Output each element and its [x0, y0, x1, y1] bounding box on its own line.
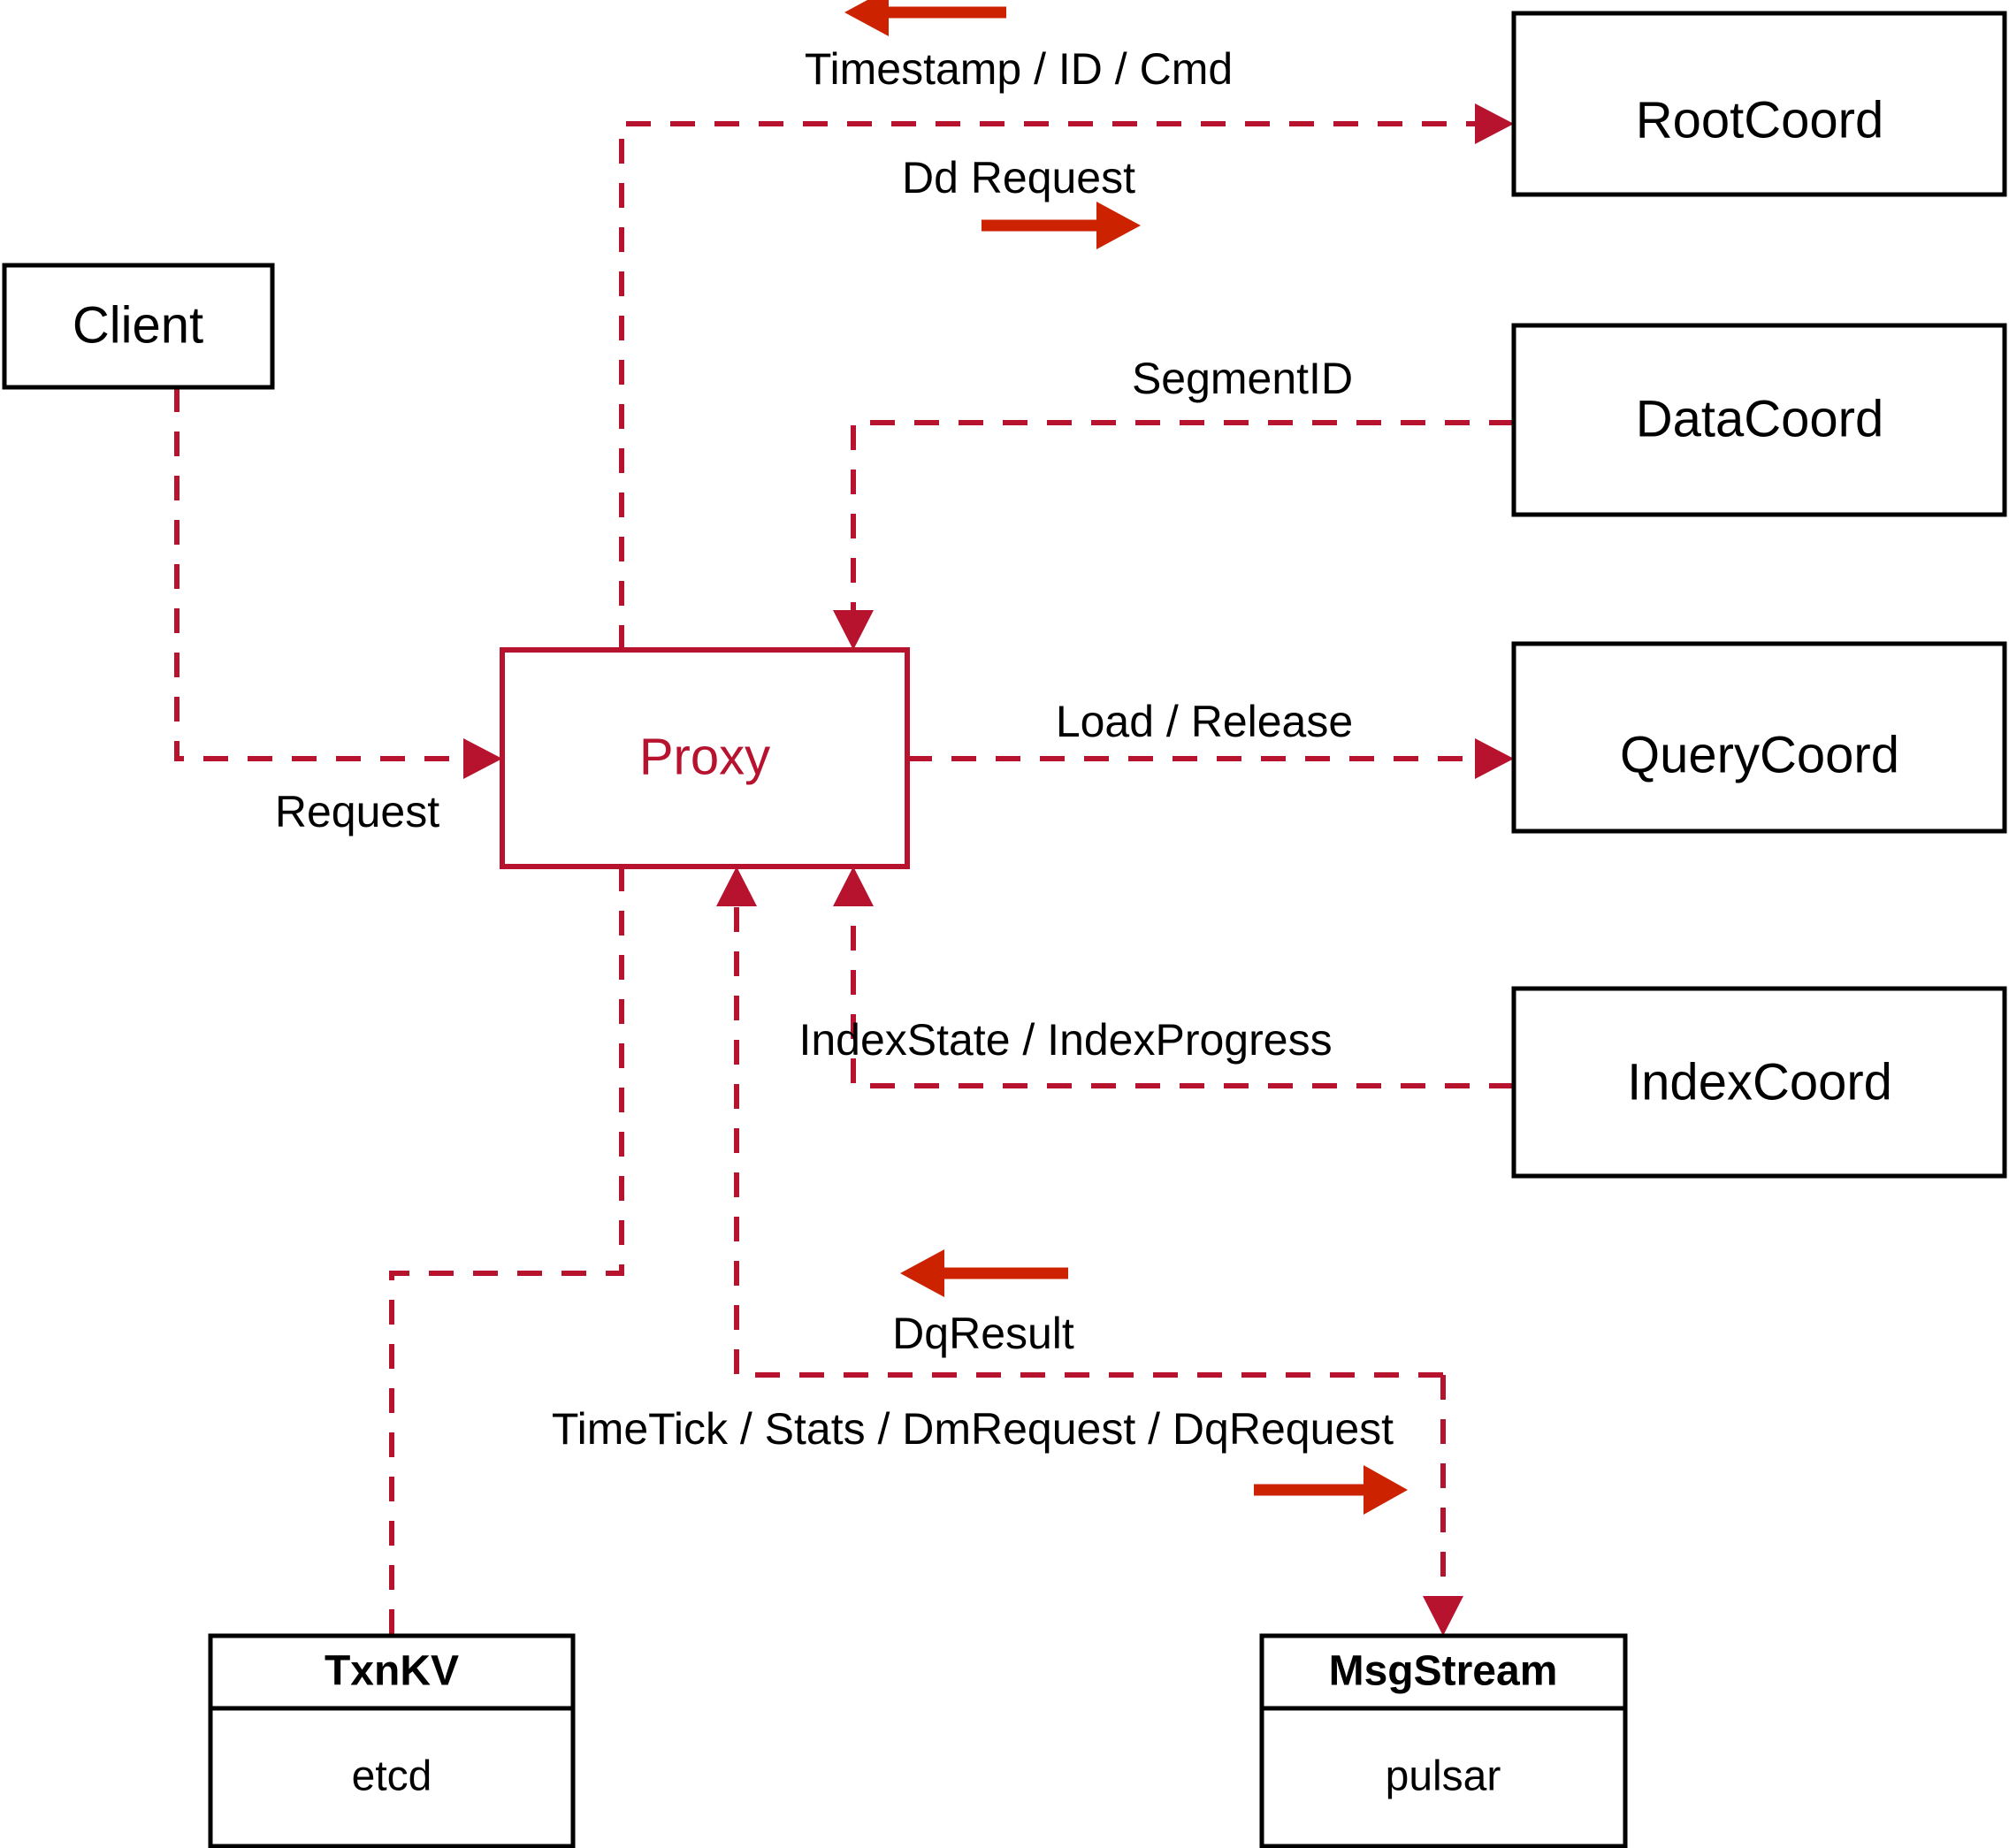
edge-label-dd-request: Dd Request — [902, 153, 1135, 202]
direction-arrow-left-timestamp — [844, 0, 1006, 36]
node-txnkv-sub: etcd — [352, 1753, 432, 1800]
node-txnkv-title: TxnKV — [325, 1648, 459, 1695]
direction-arrow-right-timetick — [1254, 1465, 1408, 1515]
node-indexcoord-label: IndexCoord — [1627, 1053, 1892, 1111]
edge-txnkv — [389, 867, 624, 1636]
node-proxy[interactable]: Proxy — [500, 647, 910, 869]
node-datacoord-label: DataCoord — [1636, 390, 1883, 447]
edge-label-index-state-progress: IndexState / IndexProgress — [798, 1015, 1332, 1065]
edge-dq-result — [716, 867, 1443, 1378]
node-msgstream-sub: pulsar — [1386, 1753, 1501, 1800]
node-indexcoord[interactable]: IndexCoord — [1511, 986, 2007, 1179]
node-txnkv[interactable]: TxnKV etcd — [208, 1633, 576, 1848]
edge-segment-id — [833, 420, 1514, 650]
edge-load-release — [907, 738, 1514, 779]
edge-label-request: Request — [275, 787, 439, 836]
node-client-label: Client — [73, 296, 203, 354]
edge-label-load-release: Load / Release — [1056, 697, 1353, 746]
node-client[interactable]: Client — [2, 263, 275, 390]
node-proxy-label: Proxy — [639, 728, 770, 785]
edge-label-segment-id: SegmentID — [1132, 354, 1353, 403]
edge-label-timestamp-id-cmd: Timestamp / ID / Cmd — [805, 44, 1233, 94]
edge-label-dq-result: DqResult — [892, 1309, 1074, 1358]
edge-timetick — [1423, 1375, 1463, 1636]
direction-arrow-right-dd — [982, 202, 1141, 249]
edge-index-state — [833, 867, 1514, 1088]
node-querycoord[interactable]: QueryCoord — [1511, 641, 2007, 834]
node-rootcoord-label: RootCoord — [1636, 91, 1883, 149]
node-rootcoord[interactable]: RootCoord — [1511, 11, 2007, 197]
node-msgstream[interactable]: MsgStream pulsar — [1259, 1633, 1628, 1848]
edge-label-timetick-stats: TimeTick / Stats / DmRequest / DqRequest — [552, 1404, 1394, 1454]
edge-request — [174, 387, 502, 779]
node-querycoord-label: QueryCoord — [1620, 726, 1899, 783]
direction-arrow-left-dqresult — [900, 1249, 1068, 1297]
node-msgstream-title: MsgStream — [1329, 1648, 1558, 1695]
edge-dd-request — [619, 103, 1514, 650]
node-datacoord[interactable]: DataCoord — [1511, 323, 2007, 517]
